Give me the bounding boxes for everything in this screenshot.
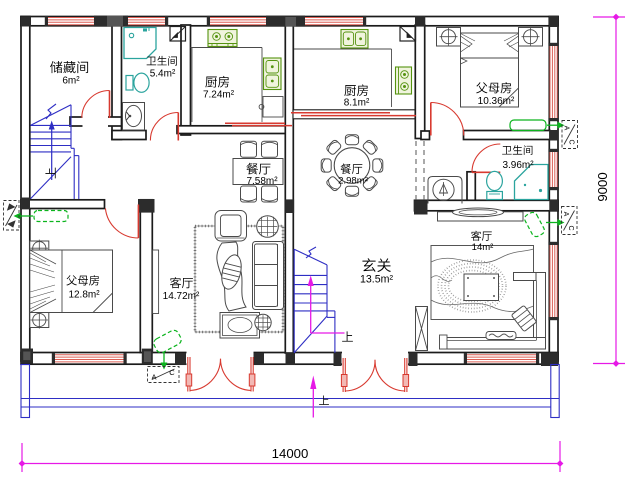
svg-text:3.96m²: 3.96m²	[502, 160, 534, 171]
svg-text:5.4m²: 5.4m²	[150, 69, 176, 80]
svg-text:2.98m²: 2.98m²	[338, 176, 369, 187]
svg-text:7.24m²: 7.24m²	[203, 90, 235, 101]
svg-text:A: A	[563, 126, 570, 131]
svg-text:A: A	[151, 373, 156, 382]
svg-text:14.72m²: 14.72m²	[163, 291, 200, 302]
svg-text:7.58m²: 7.58m²	[246, 176, 278, 187]
svg-text:10.36m²: 10.36m²	[478, 96, 515, 107]
svg-text:9000: 9000	[595, 172, 610, 201]
svg-text:14m²: 14m²	[472, 242, 494, 253]
svg-text:A: A	[562, 212, 569, 217]
svg-text:C: C	[567, 225, 574, 230]
svg-text:C: C	[169, 368, 175, 377]
svg-text:C: C	[568, 139, 575, 144]
svg-text:14000: 14000	[272, 446, 309, 461]
svg-text:13.5m²: 13.5m²	[360, 274, 393, 286]
svg-text:12.8m²: 12.8m²	[68, 289, 100, 300]
svg-text:8.1m²: 8.1m²	[344, 97, 370, 108]
svg-text:6m²: 6m²	[62, 75, 80, 86]
